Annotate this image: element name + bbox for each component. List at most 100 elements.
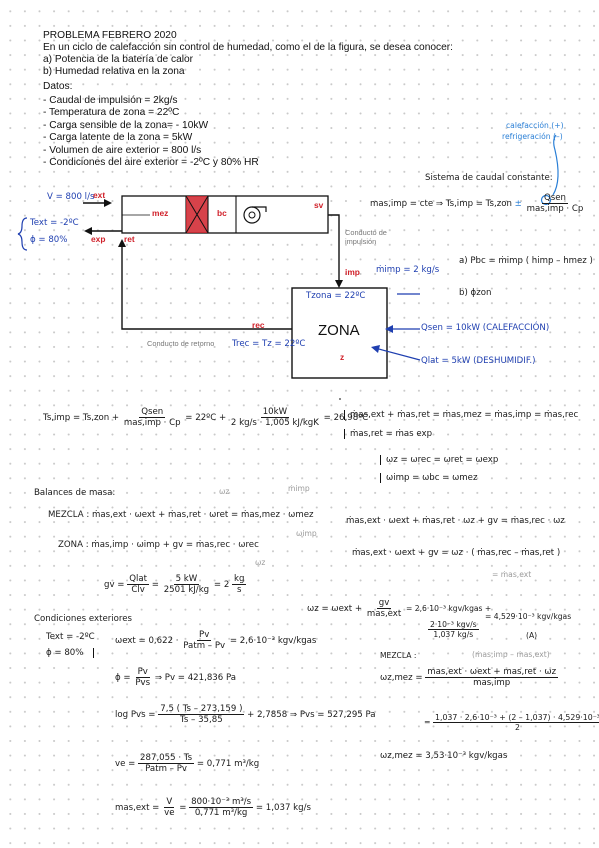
wmez-result: ωz,mez = 3,53·10⁻³ kgv/kgas <box>380 751 508 761</box>
eq-text: mas,ext = <box>115 803 160 813</box>
answer-b: b) ϕzon <box>459 288 492 298</box>
label-exp: exp <box>91 234 106 244</box>
fraction-num: Qsen <box>139 407 166 418</box>
dato-item: - Temperatura de zona = 22ºC <box>43 107 180 119</box>
plus-minus: ± <box>514 199 522 209</box>
fraction-den: 2 kg/s · 1,005 kJ/kgK <box>230 418 319 428</box>
hvac-diagram <box>17 134 559 400</box>
eq-result: = 26,98ºC <box>323 413 369 423</box>
fraction-num: gv <box>376 598 392 609</box>
problem-title: PROBLEMA FEBRERO 2020 <box>43 30 177 41</box>
return-duct-label: Conducto de retorno <box>147 339 215 348</box>
cond-phi: ϕ = 80% <box>46 648 95 658</box>
mezcla-note-wz: ωz <box>219 487 230 496</box>
cond-title: Condiciones exteriores <box>34 614 133 624</box>
zona-note-wz: ωz <box>255 558 266 567</box>
eq-text: ϕ = <box>115 673 131 683</box>
fraction-den: Patm – Pv <box>183 641 226 651</box>
balances-title: Balances de masa: <box>34 488 116 498</box>
mezcla-balance: MEZCLA : ṁas,ext · ωext + ṁas,ret · ωret… <box>48 510 314 520</box>
eq-fraction: 7,5 ( Ts – 273,159 )Ts – 35,85 <box>158 704 245 725</box>
datos-list: - Caudal de impulsión = 2kg/s - Temperat… <box>43 95 259 169</box>
eq-text: ve = <box>115 759 136 769</box>
qlat-arrow <box>374 347 421 361</box>
fraction-den: 2 <box>515 723 520 732</box>
fraction-num: V <box>164 797 175 808</box>
eq-result: = 1,037 kg/s <box>255 803 311 813</box>
zona-balance: ZONA : ṁas,imp · ωimp + gv = ṁas,rec · ω… <box>58 540 259 550</box>
fraction-num: 10kW <box>260 407 290 418</box>
fraction-den: Ts – 35,85 <box>180 715 223 725</box>
constant-flow-formula: mas,imp = cte ⇒ Ts,imp = Ts,zon ± Qsen m… <box>370 193 585 214</box>
eq-text: = 22ºC + <box>185 413 227 423</box>
eq-text: ωz,mez = <box>380 673 423 683</box>
eq-result: ⇒ Pv = 421,836 Pa <box>154 673 237 683</box>
eq-text: = <box>213 580 222 590</box>
fraction-den: mas,imp · Cp <box>526 204 584 214</box>
ext-brace <box>17 217 28 251</box>
fraction-den: mas,imp · Cp <box>123 418 181 428</box>
fraction-den: mas,imp <box>473 678 511 688</box>
answer-a: a) Pbc = ṁimp ( himp – hmez ) <box>459 256 593 266</box>
zone-title: ZONA <box>318 322 360 339</box>
eq-text: = 2,6·10⁻³ kgv/kgas + <box>406 604 492 613</box>
right-eq-1: ṁas,ext · ωext + ṁas,ret · ωz + gv = ṁas… <box>346 516 565 526</box>
refrigeracion-note: refrigeración (–) <box>502 132 563 141</box>
eq-result: = 0,771 m³/kg <box>196 759 260 769</box>
label-ret: ret <box>124 234 135 244</box>
eq-text: = <box>179 803 187 813</box>
dato-item: - Condiciones del aire exterior = -2ºC y… <box>43 157 259 169</box>
fraction-num: 7,5 ( Ts – 273,159 ) <box>158 704 245 715</box>
formula-fraction: Qsen mas,imp · Cp <box>525 193 586 214</box>
eq-text: ωext = 0,622 · <box>115 636 179 646</box>
m-imp-note: ṁimp = 2 kg/s <box>376 265 440 275</box>
fraction-den: 2501 kJ/kg <box>163 585 210 595</box>
question-b: b) Humedad relativa en la zona <box>43 66 185 77</box>
question-a: a) Potencia de la batería de calor <box>43 54 194 65</box>
fraction-num: Pv <box>197 630 212 641</box>
fraction-num: 1,037 · 2,6·10⁻³ + (2 – 1,037) · 4,529·1… <box>433 713 599 723</box>
fraction-den: mas,ext <box>366 609 402 619</box>
fraction-num: mas,ext · ωext + mas,ret · ωz <box>425 667 559 678</box>
dato-item: - Caudal de impulsión = 2kg/s <box>43 95 178 106</box>
eq-result: = 2,6·10⁻³ kgv/kgas <box>229 636 317 646</box>
eq-fraction: 1,037 · 2,6·10⁻³ + (2 – 1,037) · 4,529·1… <box>433 713 599 732</box>
phi-ext-note: ϕ = 80% <box>30 235 68 245</box>
fraction-den: Clv <box>131 585 145 595</box>
mezcla-note-mimp: ṁimp <box>288 484 310 493</box>
right-eq-2: ṁas,ext · ωext + gv = ωz · ( ṁas,rec – ṁ… <box>352 548 561 558</box>
label-z: z <box>340 352 345 362</box>
v-ext-note: V = 800 l/s <box>47 192 95 202</box>
fraction-num: Qsen <box>541 193 568 204</box>
supply-duct-label: Conducto de impulsión <box>345 228 387 246</box>
dato-item: - Carga sensible de la zona= - 10kW <box>43 119 209 131</box>
label-mez: mez <box>152 208 169 218</box>
datos-label: Datos: <box>43 81 73 92</box>
dato-item: - Volumen de aire exterior = 800 l/s <box>43 144 202 156</box>
t-ext-note: Text = -2ºC <box>30 218 79 228</box>
fraction-den: Patm – Pv <box>145 764 187 774</box>
eq-result: + 2,7858 ⇒ Pvs = 527,295 Pa <box>247 710 376 720</box>
sign-indicator <box>552 134 559 196</box>
q-sen-note: Qsen = 10kW (CALEFACCIÓN) <box>421 323 550 333</box>
eq-text: Ts,imp = Ts,zon + <box>43 413 120 423</box>
humidity-eq-2: ωimp = ωbc = ωmez <box>380 473 477 483</box>
formula-left: mas,imp = cte ⇒ Ts,imp = Ts,zon <box>370 199 512 209</box>
dato-item: - Carga latente de la zona = 5kW <box>43 132 193 144</box>
fraction-num: 800·10⁻³ m³/s <box>189 797 254 808</box>
q-lat-note: Qlat = 5kW (DESHUMIDIF.) <box>421 356 536 366</box>
fraction-num: Pv <box>135 667 150 678</box>
wz-result: = 4,529·10⁻³ kgv/kgas <box>485 612 572 621</box>
t-rec-note: Trec = Tz = 22ºC <box>232 339 306 349</box>
